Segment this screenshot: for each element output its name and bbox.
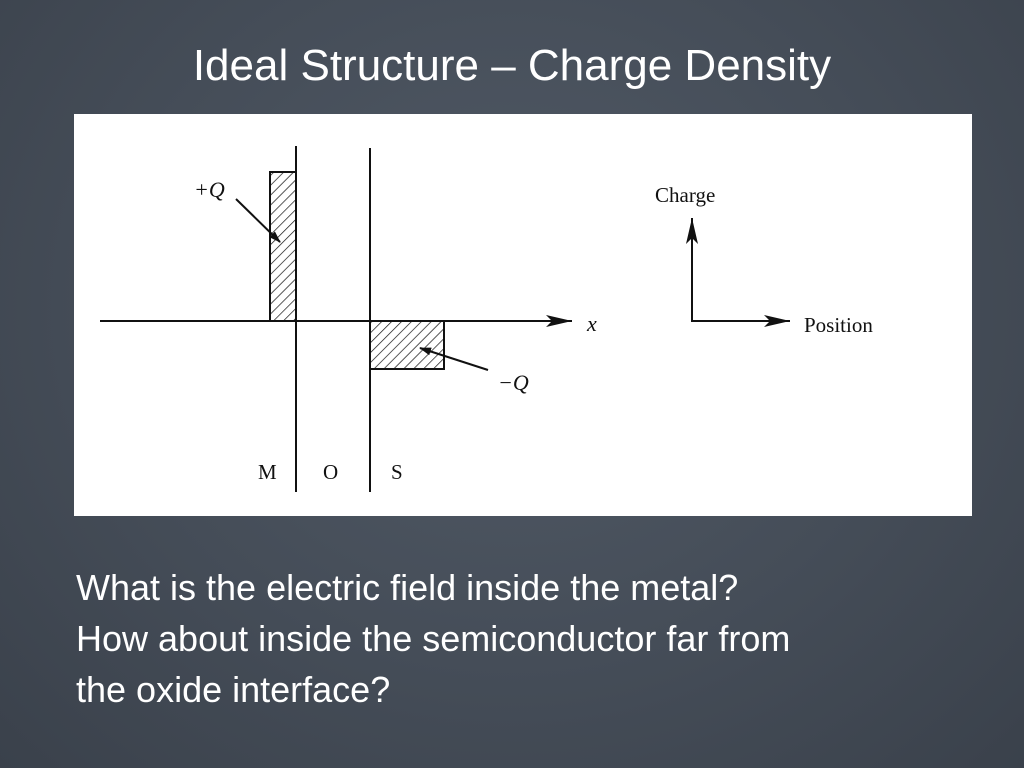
question-text: What is the electric field inside the me… — [76, 562, 956, 715]
semiconductor-region-label: S — [391, 460, 403, 484]
plus-q-pointer — [235, 198, 281, 243]
minus-q-pointer — [419, 347, 489, 371]
positive-charge-block — [269, 171, 297, 322]
minus-q-label: −Q — [498, 370, 529, 395]
oxide-region-label: O — [323, 460, 338, 484]
question-line-2: How about inside the semiconductor far f… — [76, 618, 791, 659]
question-line-3: the oxide interface? — [76, 669, 391, 710]
legend-charge-label: Charge — [655, 183, 715, 207]
legend-position-label: Position — [804, 313, 873, 337]
mos-charge-diagram: +Q −Q x M O S Charge Position — [74, 114, 972, 516]
plus-q-label: +Q — [194, 177, 225, 202]
metal-region-label: M — [258, 460, 277, 484]
diagram-canvas: +Q −Q x M O S Charge Position — [100, 146, 873, 492]
x-axis-label: x — [586, 311, 597, 336]
negative-charge-block — [369, 320, 445, 370]
slide-title: Ideal Structure – Charge Density — [192, 41, 832, 90]
question-line-1: What is the electric field inside the me… — [76, 567, 739, 608]
